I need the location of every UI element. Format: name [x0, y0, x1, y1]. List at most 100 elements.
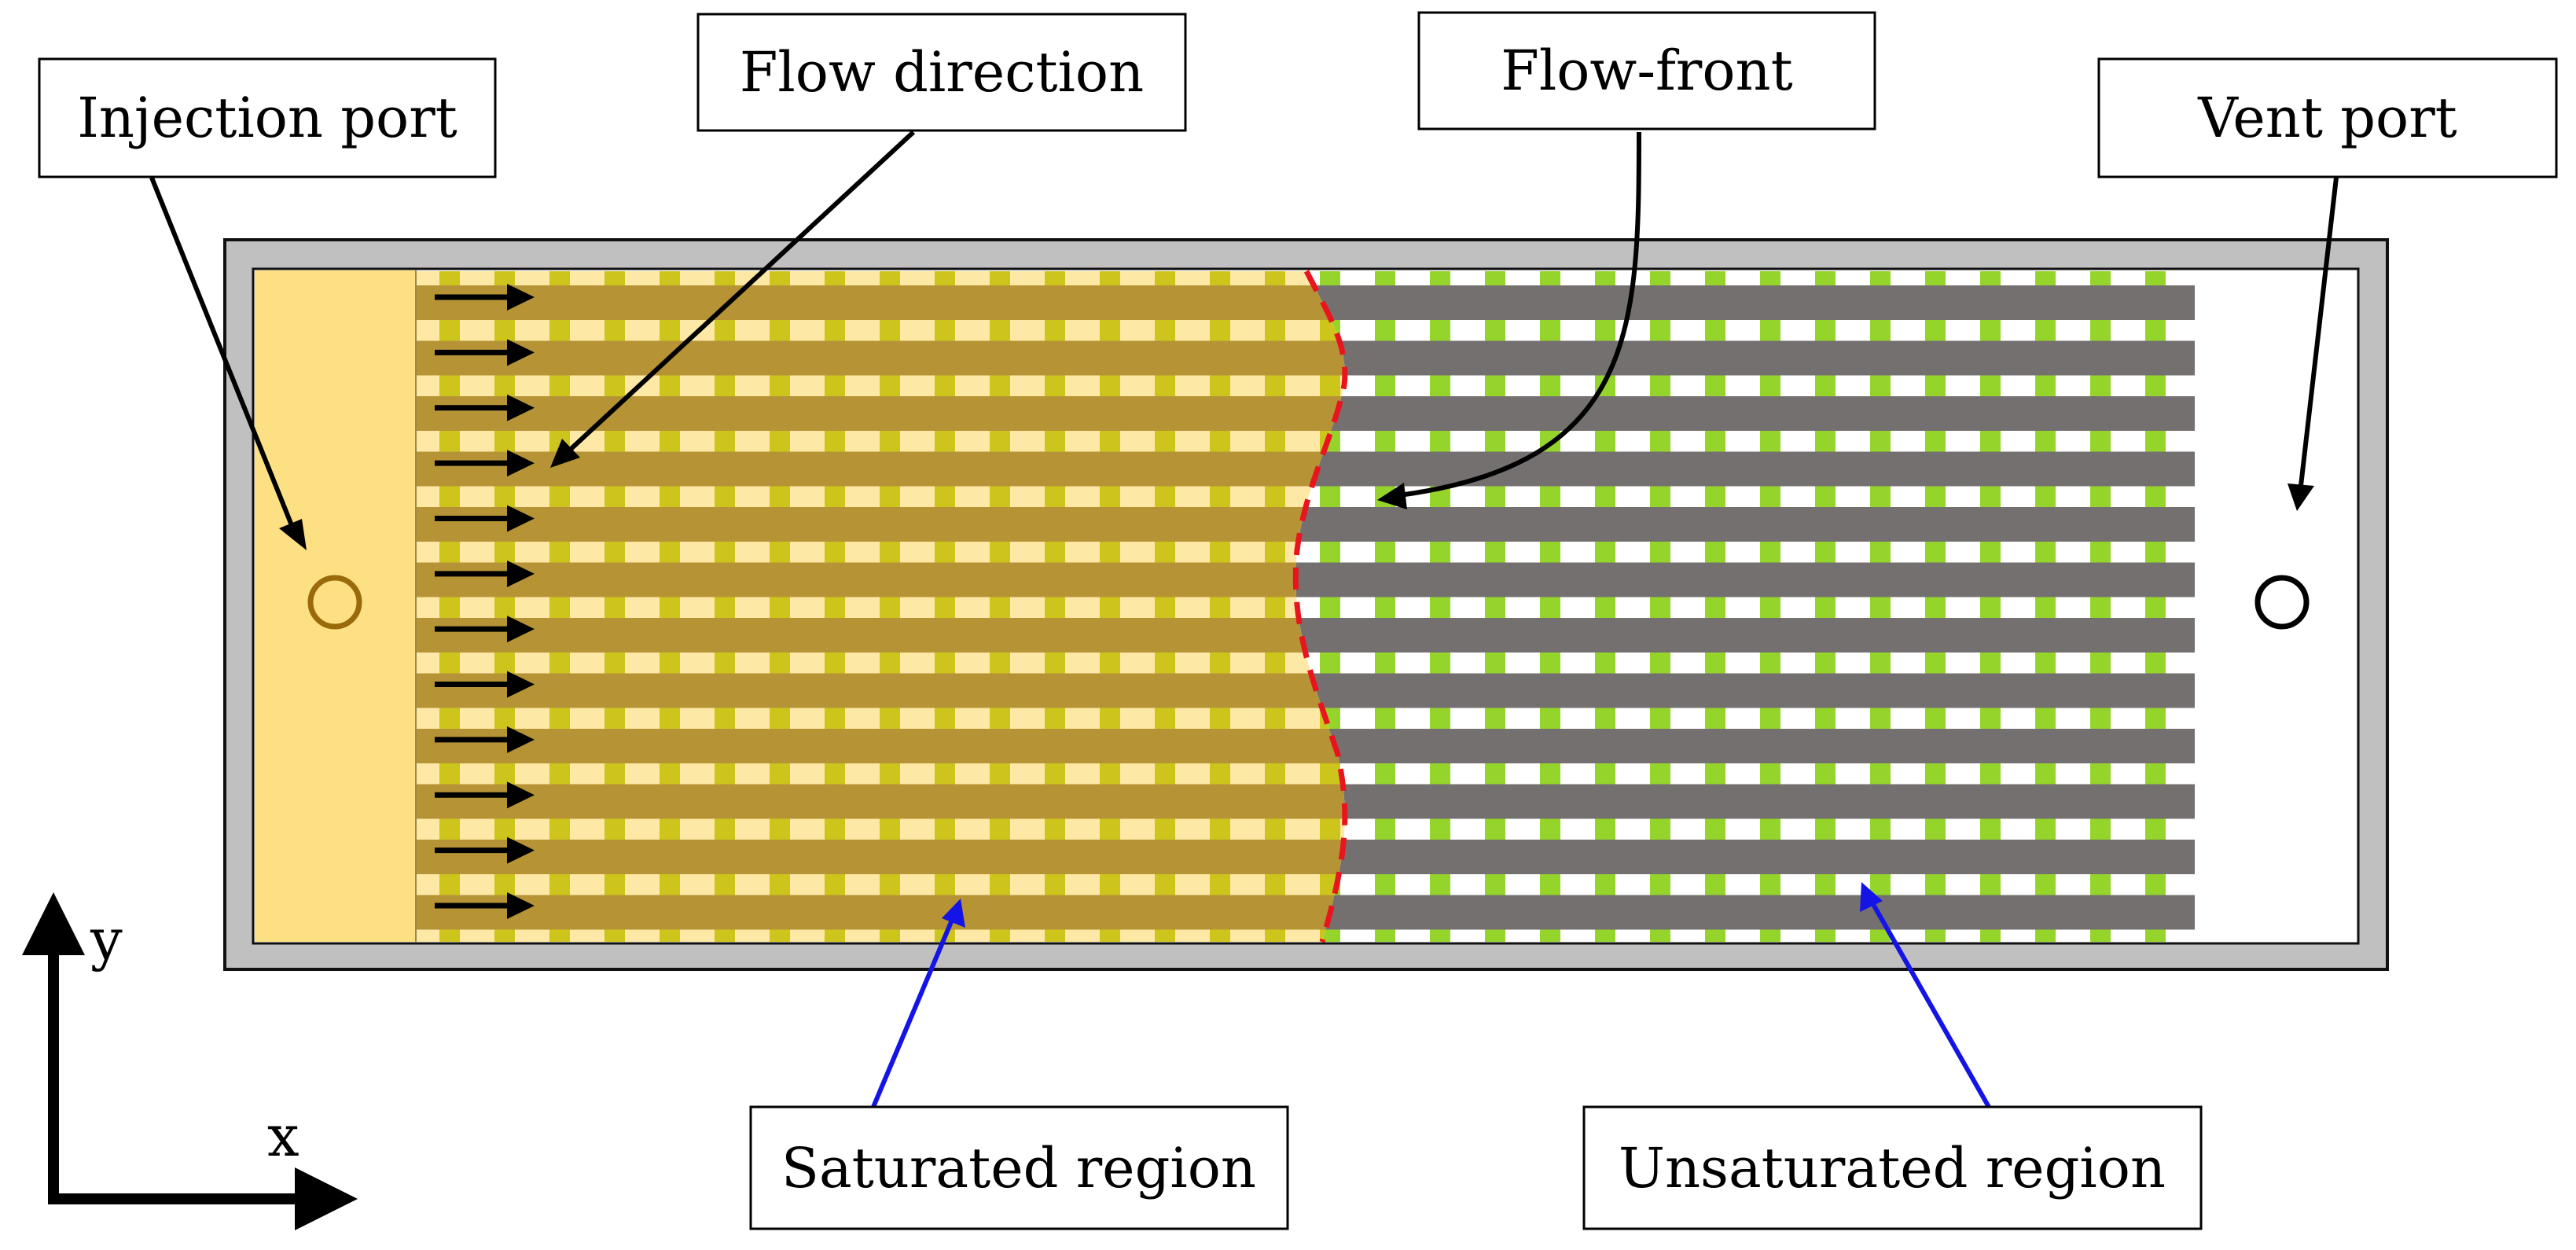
unsaturated-weft-yarn [471, 1006, 538, 1041]
unsaturated-weft-yarn [2067, 1006, 2134, 1041]
unsaturated-weft-yarn [1681, 1006, 1749, 1041]
saturated-weft-yarn [2067, 1006, 2134, 1041]
flow-front-leader [1398, 131, 1641, 498]
unsaturated-weft-yarn [1461, 1006, 1529, 1041]
flow-arrow-head [507, 505, 535, 532]
saturated-weft-yarn [1791, 1006, 1859, 1041]
unsaturated-weft-yarn [2177, 340, 2195, 376]
unsaturated-warp-yarn [1650, 271, 1670, 942]
saturated-weft-yarn [2122, 1006, 2189, 1041]
saturated-weft-yarn [526, 1006, 593, 1041]
saturated-weft-yarn [636, 1006, 704, 1041]
saturated-warp-yarn [880, 271, 900, 942]
saturated-warp-yarn [660, 271, 680, 942]
saturated-weft-yarn [2232, 1006, 2299, 1041]
saturated-warp-yarn [1210, 271, 1230, 942]
unsaturated-warp-yarn [1430, 271, 1450, 942]
saturated-weft-yarn [581, 1006, 649, 1041]
saturated-warp-yarn [825, 271, 845, 942]
unsaturated-weft-yarn [1571, 1006, 1639, 1041]
unsaturated-weft-yarn [1241, 1006, 1309, 1041]
y-axis-label: y [90, 906, 123, 972]
saturated-weft-yarn [416, 1006, 483, 1041]
saturated-weft-yarn [1296, 1006, 1364, 1041]
saturated-weft-yarn [691, 1006, 759, 1041]
flow-direction-arrows [435, 284, 535, 919]
saturated-weft-yarn [1847, 1006, 1914, 1041]
flow-arrow-head [507, 450, 535, 477]
saturated-warp-yarn [715, 271, 735, 942]
flow-front-arrowhead [1377, 483, 1407, 509]
unsaturated-warp-yarn [1760, 271, 1780, 942]
unsaturated-weft-yarn [1186, 1006, 1254, 1041]
y-axis-arrowhead [22, 892, 85, 955]
unsaturated-weft-yarn [1626, 1006, 1694, 1041]
label-injection-port-text: Injection port [77, 86, 458, 150]
unsaturated-weft-yarn [2177, 673, 2195, 708]
x-axis-label: x [267, 1103, 299, 1169]
unsaturated-weft-yarn [2177, 1006, 2244, 1041]
unsaturated-warp-yarn [1815, 271, 1836, 942]
unsaturated-fabric [471, 271, 2244, 1041]
unsaturated-warp-yarn [1485, 271, 1505, 942]
unsaturated-weft-yarn [2149, 507, 2195, 542]
injection-zone [255, 270, 416, 942]
saturated-warp-yarn [990, 271, 1010, 942]
flow-front-line [1292, 270, 1348, 943]
flow-arrow-head [507, 726, 535, 753]
leader-lines [149, 130, 2339, 1108]
label-flow-front: Flow-front [1417, 11, 1876, 131]
saturated-weft-yarn [1681, 1006, 1749, 1041]
label-vent-port-text: Vent port [2197, 86, 2457, 150]
injection-port-icon [307, 575, 362, 630]
saturated-warp-yarn [439, 271, 460, 942]
unsaturated-warp-yarn [2035, 271, 2056, 942]
saturated-weft-yarn [1131, 1006, 1199, 1041]
unsaturated-warp-yarn [1980, 271, 2001, 942]
unsaturated-weft-yarn [636, 1006, 704, 1041]
vent-port-icon [2254, 575, 2310, 630]
flow-arrow-head [507, 781, 535, 809]
unsaturated-weft-yarn [746, 1006, 814, 1041]
flow-arrow-head [507, 836, 535, 864]
saturated-weft-yarn [1516, 1006, 1584, 1041]
unsaturated-weft-yarn [526, 1006, 593, 1041]
unsaturated-weft-yarn [1791, 1006, 1859, 1041]
saturated-weft-yarn [911, 1006, 979, 1041]
unsaturated-region-leader [1869, 899, 1991, 1108]
unsaturated-weft-yarn [1076, 1006, 1144, 1041]
saturated-warp-yarn [1045, 271, 1065, 942]
unsaturated-warp-yarn [1870, 271, 1891, 942]
saturated-weft-yarn [1186, 1006, 1254, 1041]
flow-direction-arrowhead [550, 439, 580, 468]
flow-arrow-head [507, 284, 535, 311]
unsaturated-weft-yarn [966, 1006, 1034, 1041]
saturated-weft-yarn [1021, 1006, 1089, 1041]
unsaturated-warp-yarn [1705, 271, 1725, 942]
label-flow-direction-text: Flow direction [740, 40, 1144, 105]
unsaturated-region-arrowhead [1860, 882, 1883, 912]
saturated-warp-yarn [1100, 271, 1120, 942]
unsaturated-weft-yarn [2177, 784, 2195, 819]
unsaturated-weft-yarn [2122, 1006, 2189, 1041]
saturated-warp-yarn [549, 271, 570, 942]
label-injection-port: Injection port [38, 57, 497, 178]
unsaturated-weft-yarn [2149, 285, 2195, 320]
saturated-region-arrowhead [942, 899, 965, 928]
flow-arrow-head [507, 892, 535, 919]
label-vent-port: Vent port [2097, 57, 2558, 178]
unsaturated-weft-yarn [2149, 618, 2195, 653]
unsaturated-weft-yarn [1351, 1006, 1419, 1041]
saturated-weft-yarn [471, 1006, 538, 1041]
saturated-weft-yarn [2177, 1006, 2244, 1041]
flow-arrow-head [507, 394, 535, 421]
saturated-weft-yarn [1296, 784, 1345, 819]
unsaturated-weft-yarn [1847, 1006, 1914, 1041]
saturated-warp-yarn [770, 271, 790, 942]
saturated-region-leader [871, 917, 955, 1108]
unsaturated-warp-yarn [2090, 271, 2111, 942]
unsaturated-warp-yarn [1925, 271, 1946, 942]
unsaturated-warp-yarn [1375, 271, 1395, 942]
label-flow-direction: Flow direction [696, 13, 1187, 132]
